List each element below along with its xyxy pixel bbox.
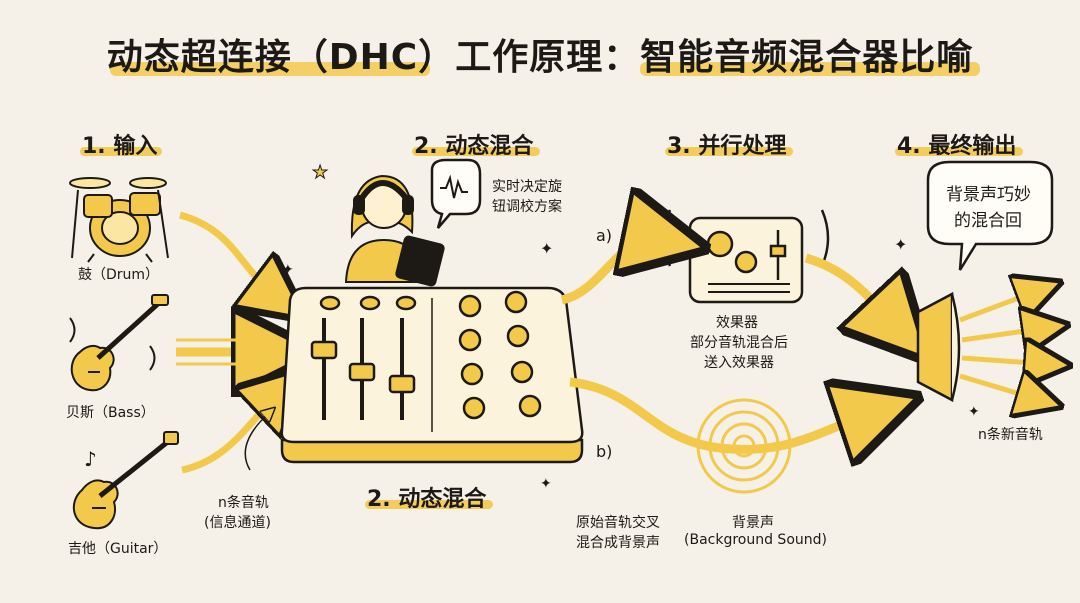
drum-label: 鼓（Drum） (78, 267, 160, 283)
background-label-1: 背景声 (732, 515, 774, 531)
output-label: n条新音轨 (978, 427, 1043, 443)
section-parallel-highlight (665, 147, 793, 156)
section-dynamic-mix-bottom: 2. 动态混合 (367, 487, 487, 512)
background-label-2: (Background Sound) (684, 532, 827, 548)
section-mix-bottom-highlight (365, 500, 493, 509)
svg-text:★: ★ (312, 162, 328, 183)
effects-box-icon (662, 209, 830, 304)
svg-text:♪: ♪ (84, 447, 97, 471)
thought-text-1: 实时决定旋 (492, 179, 562, 195)
effects-label-2: 部分音轨混合后 (690, 335, 788, 351)
svg-text:✦: ✦ (282, 262, 294, 278)
section-input: 1. 输入 (82, 134, 158, 159)
bubble-text-1: 背景声巧妙 (946, 185, 1031, 205)
page-title: 动态超连接（DHC）工作原理：智能音频混合器比喻 (106, 37, 974, 78)
channels-label-2: (信息通道) (204, 515, 271, 531)
svg-text:✦: ✦ (540, 476, 552, 492)
mixer-icon (280, 286, 584, 464)
cross-label-2: 混合成背景声 (576, 535, 660, 551)
svg-text:✦: ✦ (968, 404, 980, 420)
bass-label: 贝斯（Bass） (66, 405, 155, 421)
svg-text:✦: ✦ (894, 235, 907, 254)
section-output-highlight (895, 147, 1023, 156)
channels-label-1: n条音轨 (218, 495, 269, 511)
section-output: 4. 最终输出 (897, 134, 1017, 159)
bass-icon (69, 294, 169, 392)
background-swirl-icon (696, 398, 792, 494)
section-input-highlight (80, 147, 162, 156)
effects-label-3: 送入效果器 (704, 355, 774, 371)
thought-text-2: 钮调校方案 (492, 199, 562, 215)
speaker-icon (916, 291, 961, 403)
thought-bubble (430, 158, 482, 229)
operator-icon (344, 174, 445, 287)
section-mix-highlight (412, 147, 540, 156)
sparkle-icon: ✦ ✦ ★ ✦ ✦ ✦ (282, 162, 980, 493)
title-highlight-left (110, 62, 430, 76)
svg-text:✦: ✦ (540, 239, 553, 258)
section-parallel: 3. 并行处理 (667, 134, 787, 159)
section-dynamic-mix: 2. 动态混合 (414, 134, 534, 159)
guitar-icon: ♪ (73, 431, 179, 530)
cross-label-1: 原始音轨交叉 (576, 515, 660, 531)
title-highlight-right (640, 62, 980, 76)
effects-label-1: 效果器 (716, 315, 758, 331)
speech-bubble (926, 160, 1054, 271)
branch-b-label: b) (596, 442, 613, 461)
drum-icon (69, 177, 169, 263)
bubble-text-2: 的混合回 (954, 211, 1022, 231)
branch-a-label: a) (596, 226, 613, 245)
guitar-label: 吉他（Guitar） (68, 541, 168, 557)
